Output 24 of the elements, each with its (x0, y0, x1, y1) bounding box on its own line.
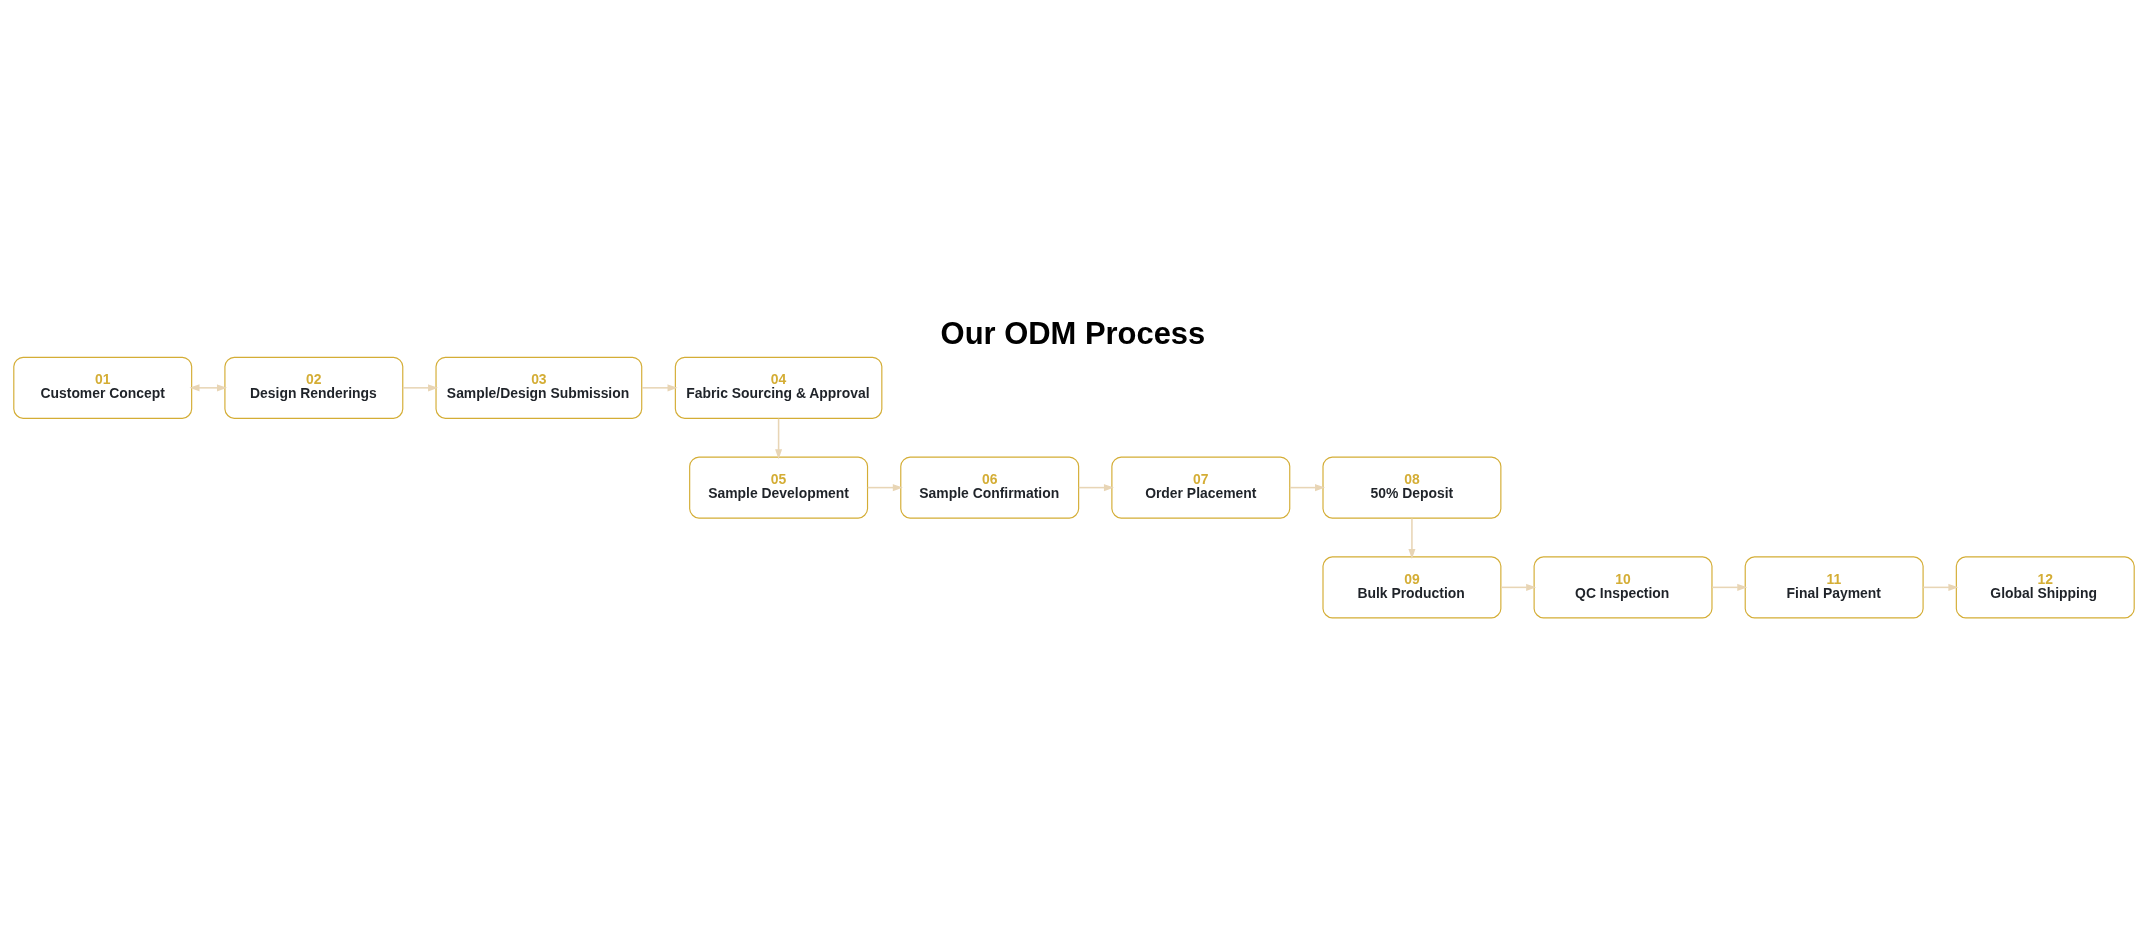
node-box: 01 Customer Concept (13, 356, 193, 419)
diagram-title: Our ODM Process (940, 315, 1206, 351)
node-box: 09 Bulk Production (1322, 555, 1502, 618)
node-box: 05 Sample Development (689, 456, 869, 519)
node-box: 06 Sample Confirmation (900, 456, 1080, 519)
arrow (402, 383, 439, 391)
node-box: 12 Global Shipping (1955, 555, 2135, 618)
arrow (1922, 583, 1959, 591)
arrow (866, 483, 903, 491)
node-box: 10 QC Inspection (1533, 555, 1713, 618)
arrow (641, 383, 678, 391)
node-box: 03 Sample/Design Submission (435, 356, 643, 419)
arrow (1500, 583, 1537, 591)
arrow (1078, 483, 1114, 491)
arrow (1408, 517, 1416, 559)
arrow (189, 383, 228, 391)
node-box: 04 Fabric Sourcing & Approval (674, 356, 883, 419)
arrow (1711, 583, 1748, 591)
node-box: 07 Order Placement (1111, 456, 1291, 519)
arrow (1289, 483, 1326, 491)
node-box: 02 Design Renderings (224, 356, 404, 419)
node-box: 08 50% Deposit (1322, 456, 1502, 519)
arrow (775, 417, 783, 459)
node-box: 11 Final Payment (1744, 555, 1924, 618)
